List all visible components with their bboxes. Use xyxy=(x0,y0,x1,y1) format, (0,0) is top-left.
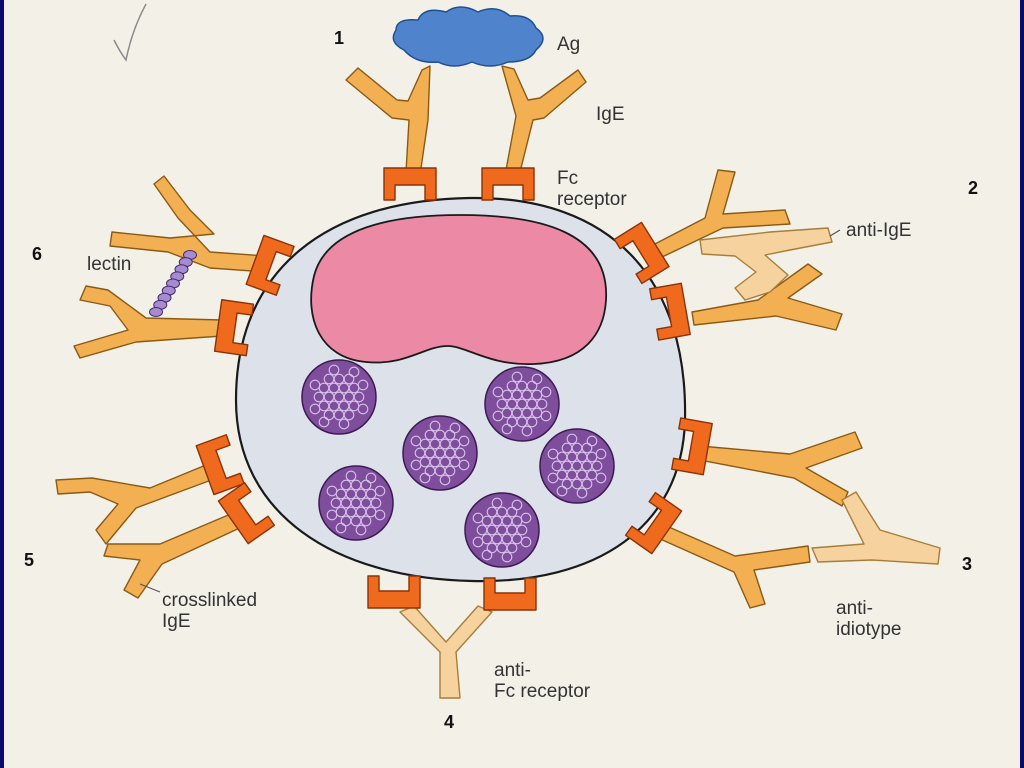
right-frame-edge xyxy=(1020,0,1024,768)
label-fc-receptor: Fc receptor xyxy=(557,168,627,210)
panel-number-4: 4 xyxy=(444,712,455,732)
fc-receptor-4-right xyxy=(483,577,537,611)
nucleus xyxy=(310,214,607,365)
antigen-cloud xyxy=(392,6,544,67)
panel-number-1: 1 xyxy=(334,28,345,48)
fc-receptor-5-upper xyxy=(195,434,245,496)
ige-antibody-2-upper xyxy=(650,169,791,259)
label-ag: Ag xyxy=(557,34,581,55)
crosslinked-ige-lower xyxy=(103,509,245,599)
anti-ige-antibody xyxy=(699,227,833,301)
lectin-chain xyxy=(149,250,197,317)
label-anti-idiotype: anti- idiotype xyxy=(836,598,902,640)
fc-receptor-4-left xyxy=(367,575,421,609)
label-anti-fc-receptor: anti- Fc receptor xyxy=(494,660,591,702)
ige-antibody-3-lower xyxy=(657,523,811,609)
label-crosslinked-ige: crosslinked IgE xyxy=(162,590,258,632)
panel-number-5: 5 xyxy=(24,550,35,570)
anti-idiotype-antibody xyxy=(811,491,941,565)
granule-4 xyxy=(539,428,615,504)
fc-receptor-1-left xyxy=(383,167,437,201)
lectin-bead xyxy=(149,307,163,317)
fc-receptor-1-right xyxy=(481,167,535,201)
panel-number-3: 3 xyxy=(962,554,973,574)
left-frame-edge xyxy=(0,0,4,768)
granule-3 xyxy=(402,415,478,491)
panel-number-6: 6 xyxy=(32,244,43,264)
granule-6 xyxy=(464,492,540,568)
label-ige: IgE xyxy=(596,104,625,125)
ige-antibody-2-lower xyxy=(691,263,843,331)
label-anti-ige: anti-IgE xyxy=(846,220,912,241)
granule-1 xyxy=(301,359,377,435)
check-mark xyxy=(113,3,147,62)
crosslinked-ige-leader xyxy=(139,583,161,593)
ige-antibody-6-lower xyxy=(73,285,223,359)
anti-ige-leader xyxy=(829,229,841,237)
granule-2 xyxy=(484,366,560,442)
crosslinked-ige-upper xyxy=(55,459,223,545)
granule-5 xyxy=(318,465,394,541)
ige-antibody-1-left xyxy=(345,65,431,176)
ige-antibody-3-upper xyxy=(699,431,863,507)
label-lectin: lectin xyxy=(87,254,132,275)
panel-number-2: 2 xyxy=(968,178,979,198)
anti-fc-receptor-antibody xyxy=(399,605,493,699)
ige-antibody-1-right xyxy=(501,65,587,173)
ige-antibody-6-upper xyxy=(109,175,267,273)
